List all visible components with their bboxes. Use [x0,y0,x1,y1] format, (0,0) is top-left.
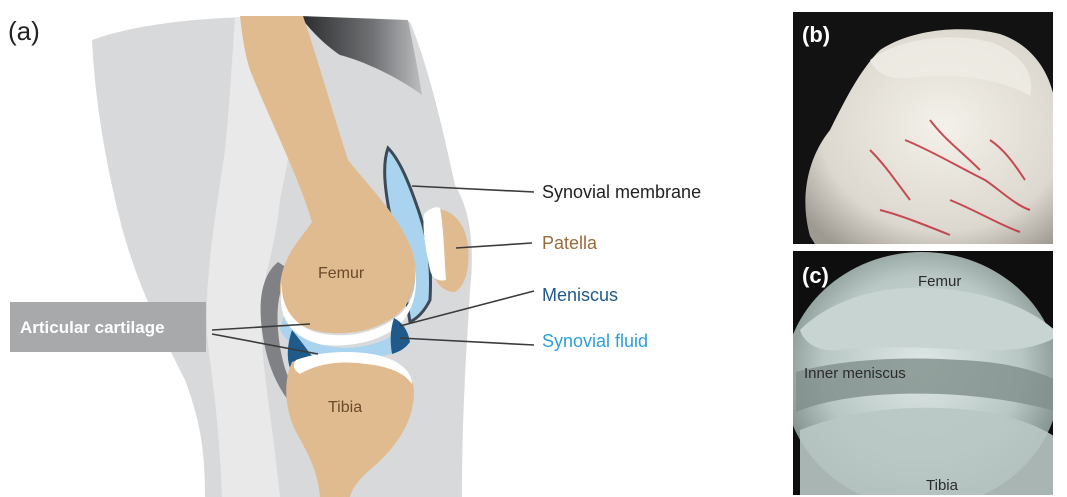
synovial-membrane-label: Synovial membrane [542,182,701,202]
photo-panel-b: (b) [793,12,1056,244]
panel-c-label: (c) [802,263,829,288]
knee-diagram: (a) Femur Tibia [8,16,701,497]
patella-label: Patella [542,233,598,253]
photo-tibia-label: Tibia [926,477,959,494]
photo-femur-label: Femur [918,273,961,290]
femur-label: Femur [318,265,365,282]
synovial-fluid-label: Synovial fluid [542,331,648,351]
photo-inner-meniscus-label: Inner meniscus [804,365,906,382]
panel-a-label: (a) [8,16,40,46]
meniscus-label: Meniscus [542,285,618,305]
panel-b-label: (b) [802,22,830,47]
photo-panel-c: (c) Femur Inner meniscus Tibia [784,251,1060,497]
tibia-label: Tibia [328,399,362,416]
articular-cartilage-label: Articular cartilage [20,318,165,337]
